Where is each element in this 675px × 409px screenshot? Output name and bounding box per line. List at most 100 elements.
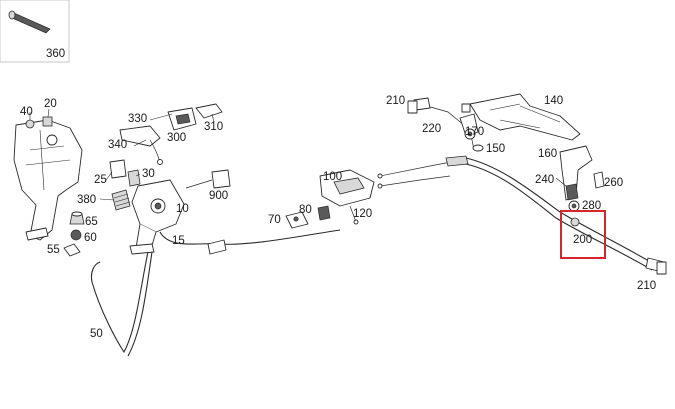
cable-end-a [377,173,383,179]
label-55: 55 [47,244,60,256]
intermediate-cables [377,155,469,189]
label-340: 340 [108,139,127,151]
front-cable-upper [159,229,341,245]
clip-part-80 [317,205,331,221]
label-plate-900: 900 [185,169,231,202]
highlighted-part-200: 200 [560,210,606,259]
lever-bracket-shape [119,125,161,147]
pedal-pad-15 [129,243,155,255]
clip-part-20 [42,116,53,127]
label-25: 25 [94,174,107,186]
label-40: 40 [20,106,33,118]
label-20: 20 [44,98,57,110]
cable-lower-left [379,175,451,187]
equalizer-rod [349,205,357,223]
highlight-box-200 [560,210,606,259]
bolt-part-260 [593,171,605,189]
label-310: 310 [204,121,223,133]
label-260: 260 [604,177,623,189]
label-15: 15 [172,235,185,247]
lever-housing-detail [175,113,191,125]
mounting-bracket-140: 140 [461,93,581,141]
label-100: 100 [323,171,342,183]
pedal-bracket-assembly: 40 20 [13,98,83,241]
label-380: 380 [77,194,96,206]
label-160: 160 [538,148,557,160]
label-plate-leader [185,179,213,189]
lever-handle-310 [195,103,223,119]
label-210-lower: 210 [637,280,656,292]
label-120: 120 [353,208,372,220]
label-60: 60 [84,232,97,244]
cap-top-65 [71,211,83,217]
cable-clip-210: 210 210 [386,95,667,292]
label-210-upper: 210 [386,95,405,107]
front-cable-loop-inner [127,251,153,357]
lever-cable-end [157,159,163,165]
label-240: 240 [535,174,554,186]
inset-part-360: 360 [0,0,70,63]
clip-210-upper-shape [407,100,418,114]
front-cable-50: 50 [90,229,341,357]
label-140: 140 [544,95,563,107]
label-50: 50 [90,328,103,340]
leaders-40-20 [29,108,50,120]
spring-coils [113,193,131,207]
inset-frame [0,0,70,63]
cable-end-b [377,183,383,189]
label-330: 330 [128,113,147,125]
label-70: 70 [268,214,281,226]
leaders-lever [133,113,215,147]
switch-part-25 [109,159,127,179]
pedal-pad-shape [25,227,49,241]
label-30: 30 [142,168,155,180]
nut-part-60 [70,229,82,241]
front-cable-fitting [207,239,227,255]
label-300: 300 [167,132,186,144]
clip-210-lower-shape [656,261,667,275]
label-10: 10 [176,203,189,215]
bracket-detail-lines [25,129,71,191]
leaders-pedal [99,171,141,201]
parking-brake-pedal-assembly: 25 30 380 10 15 [77,159,189,255]
bracket-140-shape [469,93,581,141]
guide-ring-170-center [467,131,473,137]
equalizer-detail [333,177,365,195]
label-360: 360 [46,48,65,60]
handle-grip-end [8,10,16,20]
clip-70-hole [293,216,299,222]
label-280: 280 [582,200,601,212]
bracket-bolt-hole [46,134,58,146]
cable-guide-220: 220 170 150 [422,113,505,155]
fasteners-65-60-55: 65 60 55 [47,211,98,257]
equalizer-rod-end [353,219,359,225]
label-65: 65 [85,216,98,228]
grommet-part-150 [472,144,484,152]
label-80: 80 [299,204,312,216]
cable-sleeve [445,155,469,167]
label-plate-shape [211,169,231,189]
label-170: 170 [465,126,484,138]
label-200: 200 [573,234,592,246]
rear-cable-main-2 [465,163,653,271]
label-900: 900 [209,190,228,202]
nut-part-40 [25,119,35,129]
part-200-shape [570,217,580,227]
bracket-140-detail [489,103,561,129]
label-150: 150 [486,143,505,155]
upper-cable-segment [419,103,475,151]
ring-280-center [571,203,577,209]
bracket-140-tab [461,103,471,113]
clips-70-80: 70 80 [268,204,331,229]
mechanism-pivot-center [154,202,162,210]
leader-240 [555,177,567,187]
rear-guide-bracket: 160 240 260 280 [535,145,623,212]
label-220: 220 [422,123,441,135]
release-lever-assembly: 330 310 300 340 [108,103,223,165]
pedal-bracket-shape [13,119,83,235]
bracket-160-detail [565,183,579,201]
clip-part-55 [63,243,81,257]
equalizer-assembly-100: 100 120 [319,169,375,225]
